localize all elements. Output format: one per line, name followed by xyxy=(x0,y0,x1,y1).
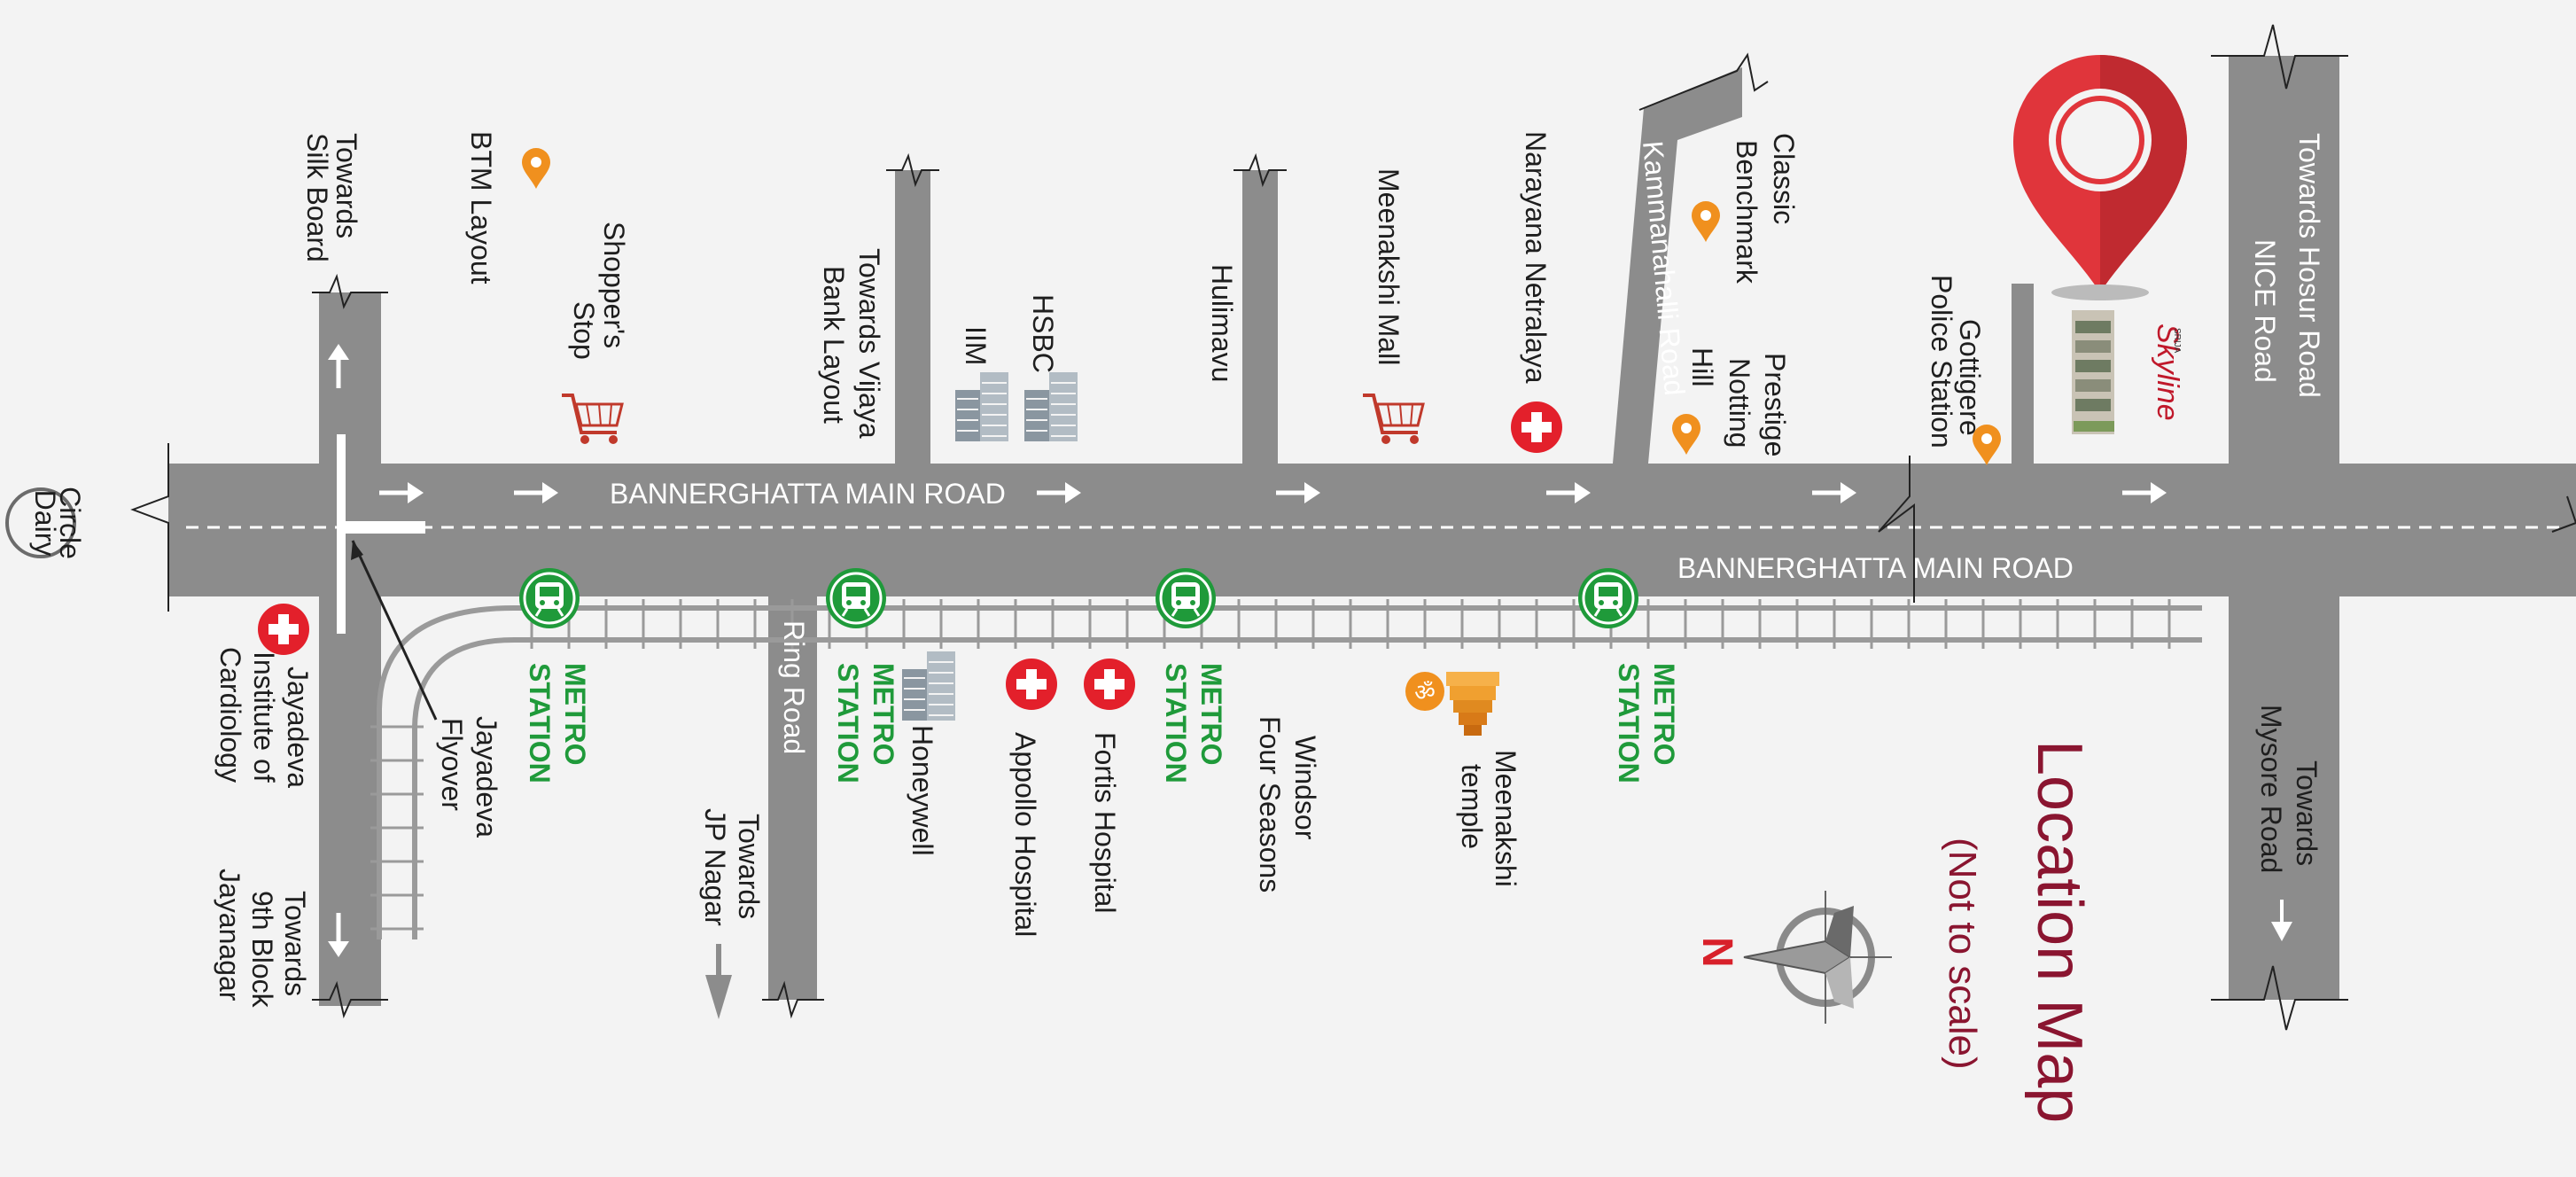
dairy-circle-label-2: Circle xyxy=(54,487,86,559)
hulimavu-road xyxy=(1242,170,1278,464)
north-letter: N xyxy=(1693,937,1740,968)
gottigere-label-1: Gottigere xyxy=(1954,319,1986,436)
silk-board-road xyxy=(319,292,381,1006)
jayanagar-label-1: Towards xyxy=(279,891,311,996)
map-subtitle: (Not to scale) xyxy=(1941,838,1984,1070)
mysore-road-label-1: Towards xyxy=(2291,760,2323,866)
vijaya-bank-label-2: Bank Layout xyxy=(818,266,850,424)
svg-text:ॐ: ॐ xyxy=(1414,679,1436,705)
compass-rose-icon xyxy=(1743,891,1892,1024)
classic-benchmark-label-2: Benchmark xyxy=(1731,140,1763,285)
property-location-pin xyxy=(2013,55,2187,300)
flyover-marking-horizontal xyxy=(341,521,425,534)
gottigere-label-2: Police Station xyxy=(1926,275,1957,448)
silk-board-label-1: Towards xyxy=(331,133,362,238)
jayanagar-label-3: Jayanagar xyxy=(214,869,245,1002)
hospital-icon xyxy=(1084,659,1135,710)
mysore-road-arrow xyxy=(2271,900,2292,941)
metro-station-2-label-2: STATION xyxy=(832,663,864,783)
prestige-label-1: Prestige xyxy=(1759,353,1791,456)
meenakshi-temple-label-2: temple xyxy=(1456,764,1488,849)
narayana-netralaya-label: Narayana Netralaya xyxy=(1520,131,1552,384)
fortis-hospital-label: Fortis Hospital xyxy=(1089,732,1121,914)
hospital-icon xyxy=(1511,401,1562,453)
nice-road-label-2: NICE Road xyxy=(2249,239,2281,383)
metro-station-3-label-2: STATION xyxy=(1160,663,1192,783)
silk-board-label-2: Silk Board xyxy=(301,133,333,262)
honeywell-label: Honeywell xyxy=(907,725,938,856)
dairy-circle-marker xyxy=(5,487,76,558)
jp-nagar-label-2: JP Nagar xyxy=(699,808,731,926)
shoppers-stop-label-2: Stop xyxy=(568,301,600,360)
metro-station-1-label-2: STATION xyxy=(524,663,556,783)
mysore-road-label-2: Mysore Road xyxy=(2255,705,2287,873)
metro-track xyxy=(370,599,2202,939)
skyline-logo: Skyline SRIJA xyxy=(2151,323,2184,421)
metro-station-4-label-2: STATION xyxy=(1613,663,1645,783)
temple-icon: ॐ xyxy=(1405,672,1499,736)
prestige-label-2: Notting xyxy=(1724,358,1755,448)
bannerghatta-main-road xyxy=(168,464,2576,596)
btm-layout-label: BTM Layout xyxy=(465,131,497,285)
jayadeva-institute-label-2: Institute of xyxy=(248,651,280,783)
iim-label: IIM xyxy=(960,326,992,365)
dairy-circle-label-1: Dairy xyxy=(29,490,61,557)
flyover-pointer-head xyxy=(351,541,363,560)
metro-station-2-label-1: METRO xyxy=(868,663,899,766)
appollo-hospital-label: Appollo Hospital xyxy=(1009,732,1041,937)
jayadeva-flyover-label-1: Jayadeva xyxy=(471,716,502,838)
metro-station-4: METRO STATION xyxy=(1576,566,1680,783)
metro-station-3-label-1: METRO xyxy=(1195,663,1227,766)
road-network xyxy=(168,56,2576,1006)
meenakshi-mall-label: Meenakshi Mall xyxy=(1373,168,1405,365)
hospital-icon xyxy=(258,604,309,655)
hospital-icon xyxy=(1006,659,1057,710)
ring-road-label: Ring Road xyxy=(778,620,810,754)
jp-nagar-label-1: Towards xyxy=(733,814,765,919)
gottigere-road xyxy=(2012,284,2034,464)
vijaya-bank-road xyxy=(895,170,930,464)
hsbc-label: HSBC xyxy=(1027,294,1059,373)
windsor-label-1: Windsor xyxy=(1289,736,1321,840)
logo-small-text: SRIJA xyxy=(2172,328,2182,354)
main-road-label-top: BANNERGHATTA MAIN ROAD xyxy=(610,478,1006,510)
kammanahalli-road-shape xyxy=(1613,67,1742,464)
metro-station-1: METRO STATION xyxy=(518,566,591,783)
hulimavu-label: Hulimavu xyxy=(1206,264,1238,382)
jayanagar-label-2: 9th Block xyxy=(246,891,278,1009)
flyover-pointer-line xyxy=(351,540,438,721)
meenakshi-temple-label-1: Meenakshi xyxy=(1490,750,1521,887)
jayadeva-institute-label-1: Jayadeva xyxy=(282,666,314,788)
windsor-label-2: Four Seasons xyxy=(1254,716,1286,892)
logo-brand-text: Skyline xyxy=(2151,323,2184,421)
vijaya-bank-label-1: Towards Vijaya xyxy=(853,248,885,439)
jp-nagar-arrow xyxy=(705,944,732,1019)
classic-benchmark-label-1: Classic xyxy=(1768,133,1800,224)
metro-station-1-label-1: METRO xyxy=(559,663,591,766)
jayadeva-institute-label-3: Cardiology xyxy=(214,647,246,783)
prestige-label-3: Hill xyxy=(1686,347,1718,386)
nice-road-label-1: Towards Hosur Road xyxy=(2293,133,2325,398)
map-title: Location Map xyxy=(2024,740,2095,1123)
jayadeva-flyover-label-2: Flyover xyxy=(436,718,468,811)
main-road-label-bottom: BANNERGHATTA MAIN ROAD xyxy=(1677,552,2074,584)
ring-road-shape xyxy=(768,596,817,1000)
metro-station-2: METRO STATION xyxy=(824,566,899,783)
shoppers-stop-label-1: Shopper's xyxy=(598,222,630,348)
project-building-image xyxy=(2072,310,2114,434)
metro-station-4-label-1: METRO xyxy=(1648,663,1680,766)
road-end-breaks xyxy=(130,24,2576,1031)
flyover-marking-vertical xyxy=(337,434,346,634)
metro-station-3: METRO STATION xyxy=(1154,566,1227,783)
